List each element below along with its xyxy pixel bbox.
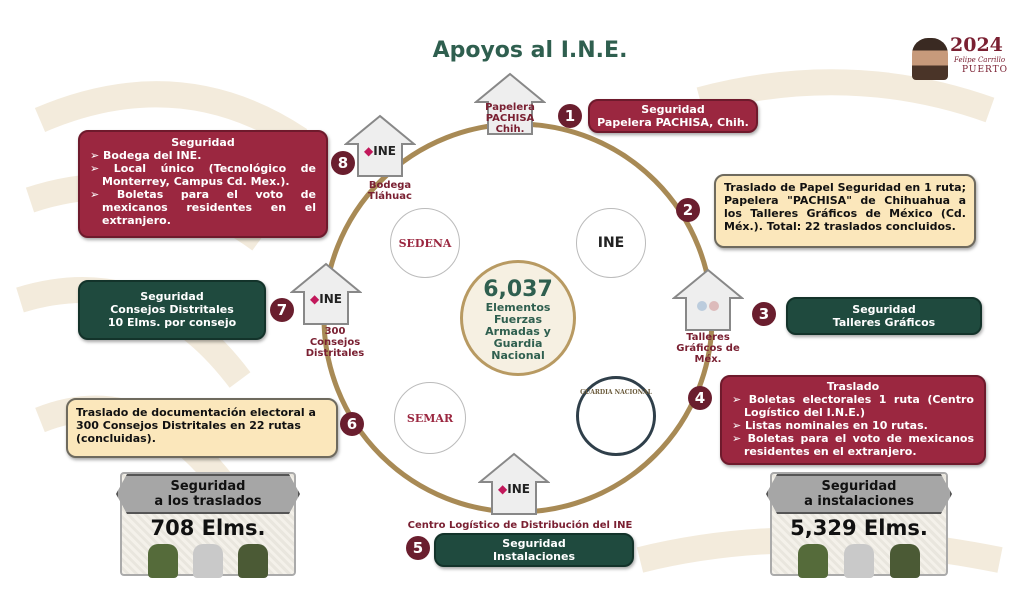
box-text: Talleres Gráficos: [832, 316, 936, 329]
stat-value: 5,329 Elms.: [790, 516, 928, 540]
place-label-consejos: 300 Consejos Distritales: [305, 326, 365, 359]
list-item: Boletas para el voto de mexicanos reside…: [732, 432, 974, 458]
step-number: 2: [676, 198, 700, 222]
logo-surname: PUERTO: [962, 65, 1009, 75]
box-title: Traslado: [826, 380, 880, 393]
ine-logo: INE: [576, 208, 646, 278]
place-label-talleres: Talleres Gráficos de Méx.: [676, 332, 740, 365]
center-line: Elementos: [485, 301, 551, 314]
step-number: 1: [558, 104, 582, 128]
box-title: Seguridad: [852, 303, 916, 316]
stat-value: 708 Elms.: [150, 516, 266, 540]
stat-label: Seguridad: [170, 479, 246, 494]
center-line: Armadas y: [485, 325, 551, 338]
stat-label: a instalaciones: [804, 494, 914, 509]
marine-icon: [844, 544, 874, 578]
center-line: Guardia: [493, 337, 543, 350]
step-number: 5: [406, 536, 430, 560]
center-line: Fuerzas: [493, 313, 543, 326]
page-title: Apoyos al I.N.E.: [432, 38, 628, 63]
gov-logo: 2024 Felipe Carrillo PUERTO: [906, 34, 1016, 82]
guard-icon: [890, 544, 920, 578]
sedena-logo: SEDENA: [390, 208, 460, 278]
list-item: Local único (Tecnológico de Monterrey, C…: [90, 162, 316, 188]
box-title: Seguridad: [140, 290, 204, 303]
house-label: Papelera PACHISA Chih.: [485, 102, 535, 135]
box-text: Consejos Distritales: [110, 303, 234, 316]
semar-logo: SEMAR: [394, 382, 466, 454]
step-number: 7: [270, 298, 294, 322]
list-item: Listas nominales en 10 rutas.: [732, 419, 974, 432]
step2-box: Traslado de Papel Seguridad en 1 ruta; P…: [714, 174, 976, 248]
soldier-icon: [798, 544, 828, 578]
step-number: 6: [340, 412, 364, 436]
box-text: 10 Elms. por consejo: [107, 316, 237, 329]
stat-label: Seguridad: [821, 479, 897, 494]
center-line: Nacional: [491, 349, 545, 362]
list-item: Boletas electorales 1 ruta (Centro Logís…: [732, 393, 974, 419]
guardia-nacional-logo: GUARDIA NACIONAL: [576, 376, 656, 456]
place-label-bodega: Bodega Tláhuac: [368, 180, 412, 202]
house-consejos: ◆INE: [290, 262, 362, 326]
box-title: Seguridad: [502, 537, 566, 550]
place-label-centro: Centro Logístico de Distribución del INE: [407, 520, 633, 531]
ine-house-label: INE: [507, 482, 530, 496]
total-elements-circle: 6,037 Elementos Fuerzas Armadas y Guardi…: [460, 260, 576, 376]
guard-icon: [238, 544, 269, 578]
house-talleres: [672, 268, 744, 332]
ine-house-label: INE: [373, 144, 396, 158]
step-number: 4: [688, 386, 712, 410]
step-number: 8: [331, 151, 355, 175]
marine-icon: [192, 544, 223, 578]
step-number: 3: [752, 302, 776, 326]
total-count: 6,037: [483, 277, 553, 302]
box-text: Instalaciones: [492, 550, 576, 563]
stat-label: a los traslados: [154, 494, 262, 509]
list-item: Bodega del INE.: [90, 149, 316, 162]
logo-year: 2024: [950, 34, 1003, 56]
ine-house-label: INE: [319, 292, 342, 306]
house-papelera: Papelera PACHISA Chih.: [474, 72, 546, 136]
soldier-icon: [147, 544, 178, 578]
step8-box: Seguridad Bodega del INE.Local único (Te…: [78, 130, 328, 238]
box-title: Seguridad: [641, 103, 705, 116]
list-item: Boletas para el voto de mexicanos reside…: [90, 188, 316, 227]
step6-box: Traslado de documentación electoral a 30…: [66, 398, 338, 458]
step4-box: Traslado Boletas electorales 1 ruta (Cen…: [720, 375, 986, 465]
box-title: Seguridad: [171, 136, 235, 149]
portrait-icon: [912, 38, 948, 80]
logo-name: Felipe Carrillo: [954, 56, 1006, 64]
house-bodega: ◆INE: [344, 114, 416, 178]
box-text: Papelera PACHISA, Chih.: [597, 116, 749, 129]
house-centro-logistico: ◆INE: [478, 452, 550, 516]
